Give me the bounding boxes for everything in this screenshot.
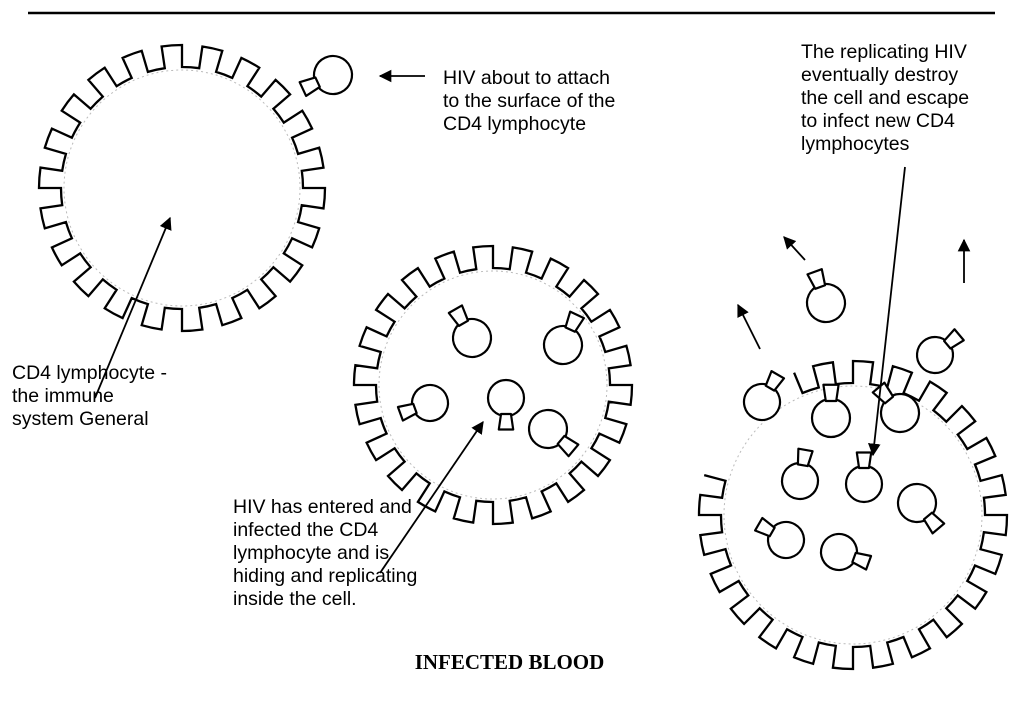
label-line: to the surface of the [443, 90, 615, 113]
hiv-virus [295, 50, 358, 107]
hiv-virus [394, 380, 453, 431]
label-line: HIV has entered and [233, 496, 417, 519]
label-line: the immune [12, 385, 167, 408]
label-line: The replicating HIV [801, 41, 969, 64]
hiv-virus [812, 385, 850, 437]
label-line: eventually destroy [801, 64, 969, 87]
label-line: inside the cell. [233, 588, 417, 611]
hiv-virus [538, 307, 595, 370]
label-line: system General [12, 408, 167, 431]
hiv-virus [488, 380, 524, 430]
hiv-virus [750, 509, 811, 565]
label-replicating-escape: The replicating HIV eventually destroy t… [801, 41, 969, 156]
hiv-virus [797, 265, 851, 327]
label-hiv-entered: HIV has entered and infected the CD4 lym… [233, 496, 417, 611]
label-line: HIV about to attach [443, 67, 615, 90]
label-line: the cell and escape [801, 87, 969, 110]
hiv-virus [521, 402, 585, 465]
label-line: CD4 lymphocyte [443, 113, 615, 136]
arrow-escape-1 [738, 305, 760, 349]
hiv-virus [846, 453, 882, 503]
hiv-virus [816, 529, 875, 580]
label-line: CD4 lymphocyte - [12, 362, 167, 385]
hiv-virus [439, 300, 498, 364]
hiv-virus [890, 476, 953, 540]
cd4-cell-healthy [39, 45, 325, 331]
arrow-escape-2 [784, 237, 805, 260]
cd4-cell-healthy-inner-outline [64, 70, 300, 306]
label-line: infected the CD4 [233, 519, 417, 542]
label-cd4-general: CD4 lymphocyte - the immune system Gener… [12, 362, 167, 431]
hiv-virus [910, 321, 971, 380]
hiv-virus [737, 366, 793, 427]
label-line: to infect new CD4 [801, 110, 969, 133]
diagram-caption: INFECTED BLOOD [0, 650, 1019, 675]
label-hiv-attach: HIV about to attach to the surface of th… [443, 67, 615, 136]
label-line: lymphocyte and is [233, 542, 417, 565]
cd4-cell-bursting-inner-outline [724, 386, 982, 644]
hiv-virus [779, 447, 823, 502]
label-line: hiding and replicating [233, 565, 417, 588]
label-line: lymphocytes [801, 133, 969, 156]
